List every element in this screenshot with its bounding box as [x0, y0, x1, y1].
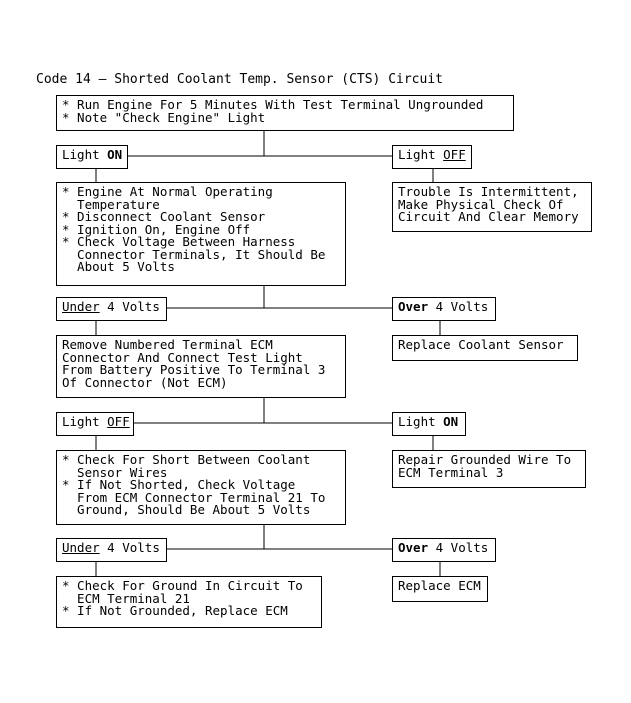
result-text: Replace ECM: [398, 578, 481, 593]
page-title: Code 14 – Shorted Coolant Temp. Sensor (…: [36, 72, 443, 87]
step3-line: Connector And Connect Test Light: [62, 349, 303, 365]
label-emphasis: OFF: [107, 414, 130, 429]
step4-line: Ground, Should Be About 5 Volts: [62, 502, 311, 517]
step3-box: Remove Numbered Terminal ECM Connector A…: [56, 335, 346, 398]
step5-line: * If Not Grounded, Replace ECM: [62, 603, 288, 618]
step4-line: Sensor Wires: [62, 464, 168, 480]
step4-line: * Check For Short Between Coolant: [62, 452, 311, 467]
label-suffix: 4 Volts: [99, 540, 160, 555]
step2-line: Temperature: [62, 196, 160, 212]
label-suffix: 4 Volts: [99, 299, 160, 314]
over-4-volts-label: Over 4 Volts: [392, 538, 496, 562]
step1-line: * Note "Check Engine" Light: [62, 109, 266, 125]
label-emphasis: Over: [398, 540, 429, 555]
light-off-label: Light OFF: [56, 412, 134, 436]
label-emphasis: OFF: [443, 147, 466, 162]
label-emphasis: ON: [443, 414, 459, 429]
step4-line: * If Not Shorted, Check Voltage: [62, 477, 296, 492]
label-emphasis: ON: [107, 147, 123, 162]
step5-line: ECM Terminal 21: [62, 590, 190, 606]
step1-box: * Run Engine For 5 Minutes With Test Ter…: [56, 95, 514, 131]
label-emphasis: Under: [62, 299, 100, 314]
light-on-label: Light ON: [56, 145, 128, 169]
step2-line: * Disconnect Coolant Sensor: [62, 209, 266, 224]
label-emphasis: Over: [398, 299, 429, 314]
step1-line: * Run Engine For 5 Minutes With Test Ter…: [62, 97, 484, 112]
result-line: Make Physical Check Of: [398, 196, 564, 212]
step3-line: Of Connector (Not ECM): [62, 374, 228, 390]
result-text: Replace Coolant Sensor: [398, 337, 564, 352]
light-off-label: Light OFF: [392, 145, 472, 169]
step2-line: * Ignition On, Engine Off: [62, 221, 251, 237]
step2-line: Connector Terminals, It Should Be: [62, 246, 326, 262]
step4-box: * Check For Short Between Coolant Sensor…: [56, 450, 346, 525]
step2-line: * Check Voltage Between Harness: [62, 234, 296, 249]
replace-sensor-box: Replace Coolant Sensor: [392, 335, 578, 361]
under-4-volts-label: Under 4 Volts: [56, 538, 167, 562]
label-emphasis: Under: [62, 540, 100, 555]
label-prefix: Light: [398, 147, 444, 162]
step2-box: * Engine At Normal Operating Temperature…: [56, 182, 346, 286]
replace-ecm-box: Replace ECM: [392, 576, 488, 602]
step5-line: * Check For Ground In Circuit To: [62, 578, 303, 593]
label-prefix: Light: [398, 414, 444, 429]
intermittent-result-box: Trouble Is Intermittent, Make Physical C…: [392, 182, 592, 232]
label-suffix: 4 Volts: [428, 540, 489, 555]
result-line: ECM Terminal 3: [398, 464, 504, 480]
result-line: Repair Grounded Wire To: [398, 452, 572, 467]
label-suffix: 4 Volts: [428, 299, 489, 314]
result-line: Trouble Is Intermittent,: [398, 184, 579, 199]
over-4-volts-label: Over 4 Volts: [392, 297, 496, 321]
step2-line: About 5 Volts: [62, 259, 175, 274]
step5-box: * Check For Ground In Circuit To ECM Ter…: [56, 576, 322, 628]
repair-wire-box: Repair Grounded Wire To ECM Terminal 3: [392, 450, 586, 488]
label-prefix: Light: [62, 414, 108, 429]
result-line: Circuit And Clear Memory: [398, 209, 579, 224]
light-on-label: Light ON: [392, 412, 466, 436]
step3-line: From Battery Positive To Terminal 3: [62, 362, 326, 377]
step2-line: * Engine At Normal Operating: [62, 184, 273, 199]
label-prefix: Light: [62, 147, 108, 162]
step3-line: Remove Numbered Terminal ECM: [62, 337, 273, 352]
step4-line: From ECM Connector Terminal 21 To: [62, 489, 326, 505]
under-4-volts-label: Under 4 Volts: [56, 297, 167, 321]
